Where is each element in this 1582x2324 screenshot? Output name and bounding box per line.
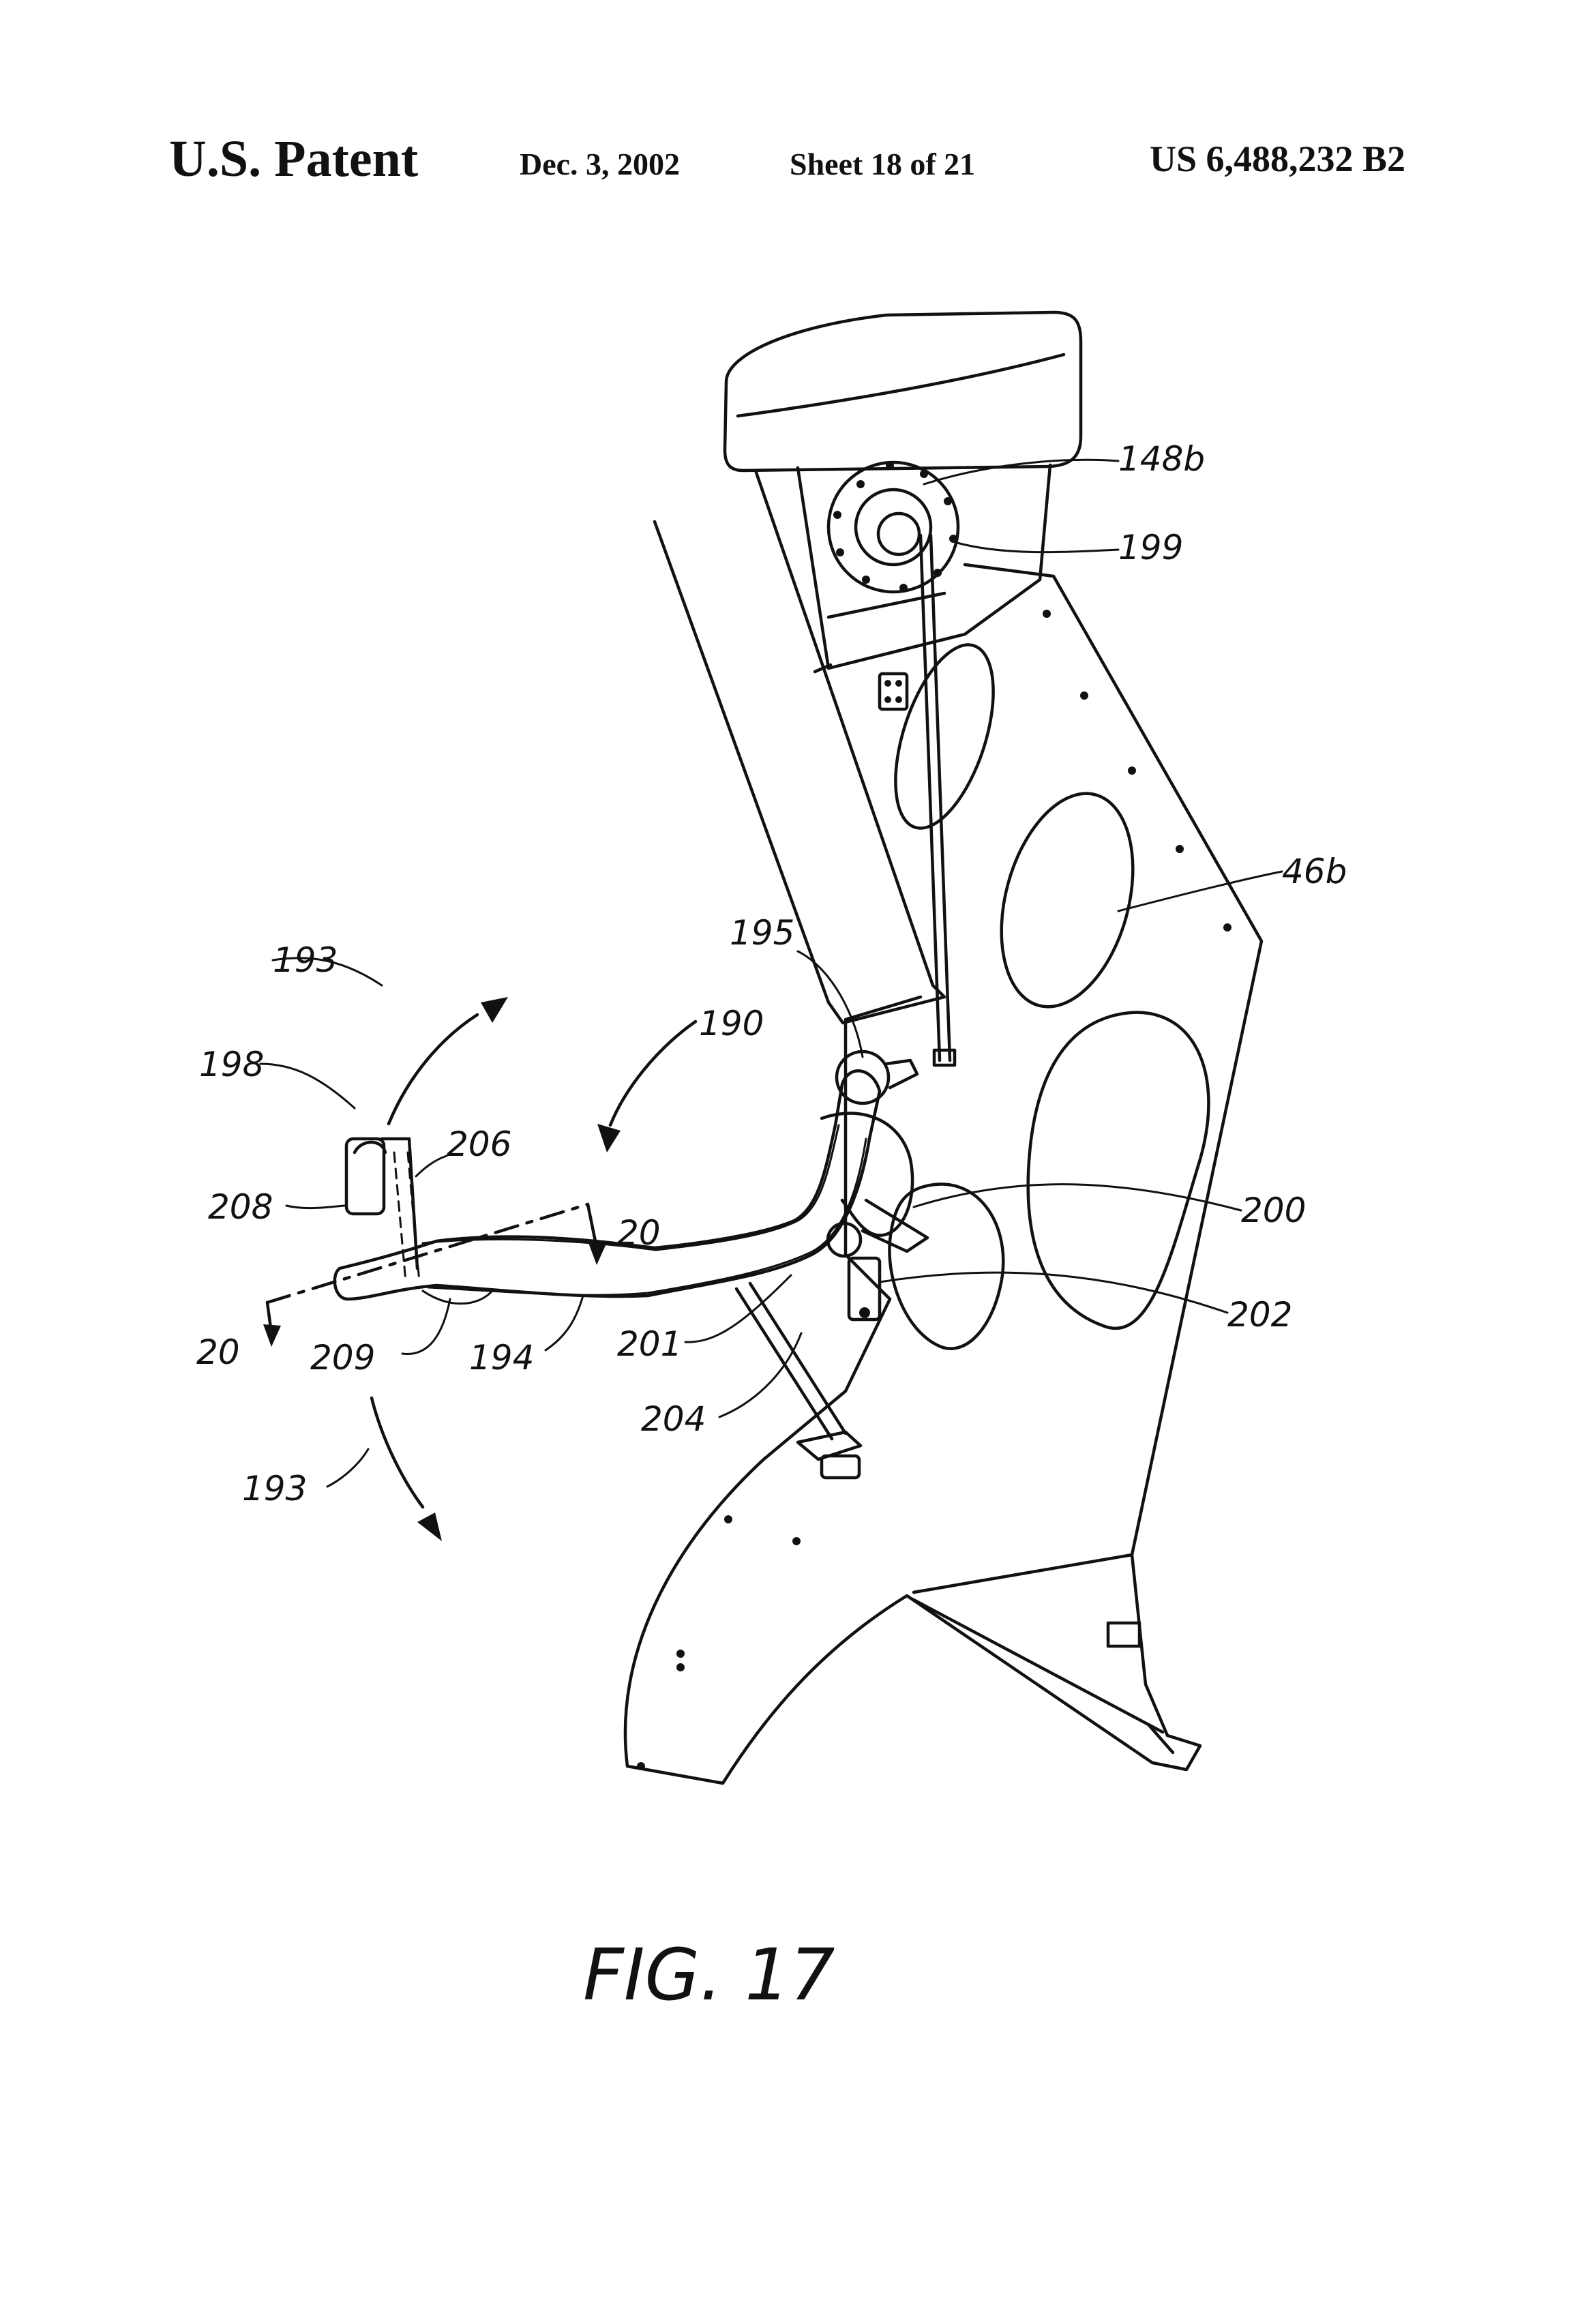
- label-199: 199: [1118, 528, 1183, 567]
- sheet-number: Sheet 18 of 21: [790, 147, 976, 181]
- section-line-20: [263, 1202, 607, 1347]
- label-201: 201: [617, 1324, 682, 1364]
- patent-header: U.S. Patent Dec. 3, 2002 Sheet 18 of 21 …: [0, 130, 1582, 205]
- leader-lines: [259, 458, 1283, 1488]
- seat-mount: [796, 463, 1052, 670]
- label-194: 194: [469, 1338, 534, 1377]
- pivot-assembly: [820, 1049, 929, 1322]
- seat-post-rail: [653, 468, 946, 1025]
- direction-arrow-190: [597, 1019, 698, 1152]
- rotation-arrows-193: [370, 997, 508, 1541]
- label-204: 204: [641, 1399, 706, 1439]
- label-46b: 46b: [1282, 852, 1347, 891]
- label-193-bottom: 193: [242, 1469, 307, 1508]
- label-206: 206: [447, 1124, 511, 1164]
- handlebar-tube-194: [333, 1069, 882, 1305]
- grip-assembly: [344, 1137, 421, 1283]
- label-198: 198: [199, 1045, 264, 1084]
- patent-office-title: U.S. Patent: [169, 130, 419, 188]
- cable-199: [919, 533, 957, 1067]
- label-209: 209: [310, 1338, 375, 1377]
- label-193-top: 193: [273, 940, 338, 980]
- patent-number: US 6,488,232 B2: [1150, 138, 1406, 179]
- figure-label: FIG. 17: [583, 1933, 835, 2016]
- label-20-bottom: 20: [196, 1332, 240, 1372]
- reference-numerals: 148b 199 46b 195 190 193 198 206 208 20 …: [196, 439, 1347, 1508]
- patent-date: Dec. 3, 2002: [520, 147, 681, 181]
- label-202: 202: [1227, 1295, 1292, 1335]
- strut-204: [734, 1281, 863, 1480]
- label-195: 195: [730, 913, 794, 953]
- label-20-top: 20: [617, 1213, 661, 1253]
- label-148b: 148b: [1118, 439, 1205, 479]
- label-200: 200: [1241, 1191, 1306, 1230]
- label-190: 190: [699, 1004, 764, 1043]
- seat-cushion: [723, 310, 1083, 473]
- frame-panel-46b: [623, 563, 1264, 1785]
- label-208: 208: [208, 1187, 273, 1227]
- seat-hub-148b: [826, 460, 960, 594]
